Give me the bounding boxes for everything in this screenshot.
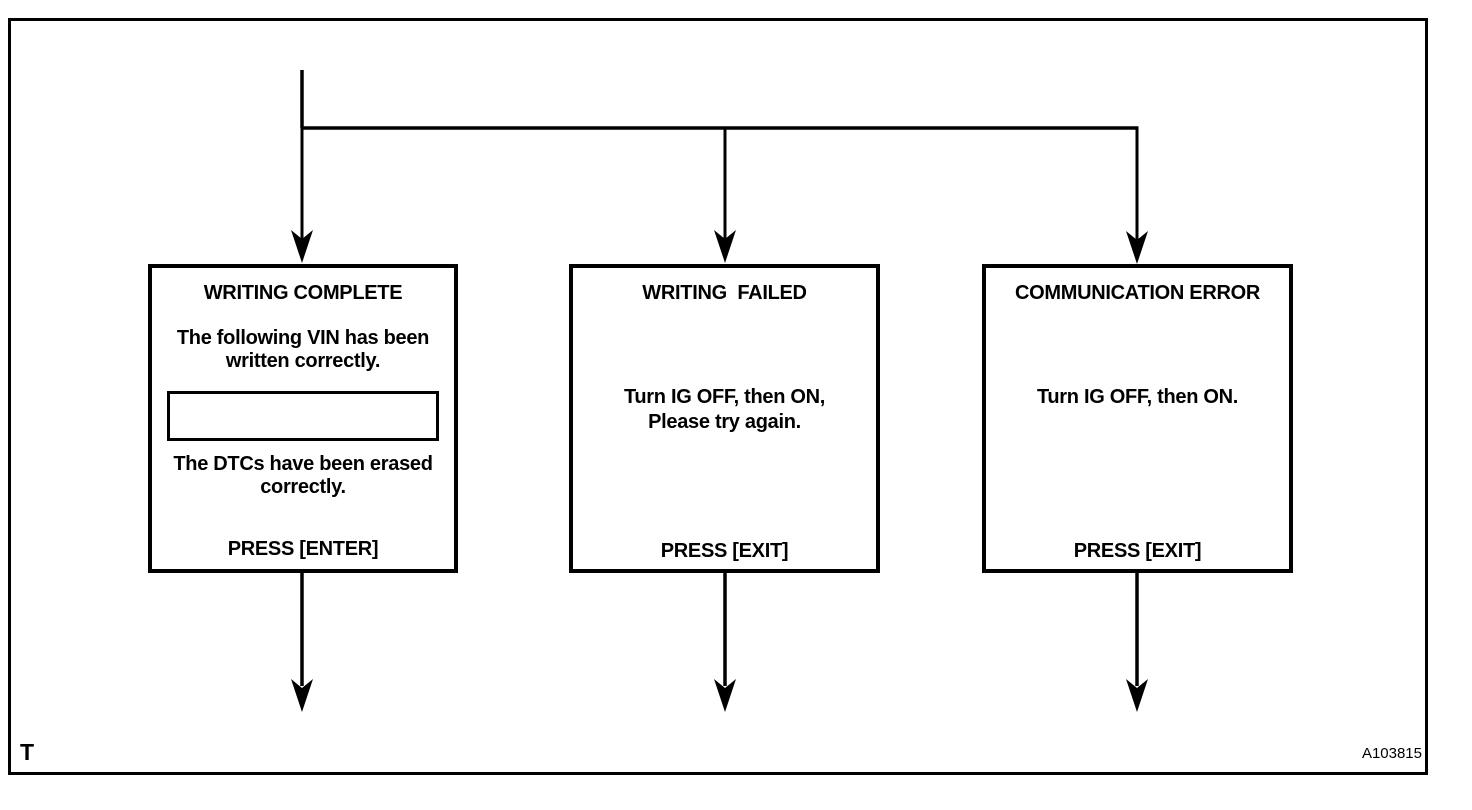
arrow-down-icon	[1126, 231, 1148, 264]
vin-written-message: The following VIN has been written corre…	[176, 327, 430, 372]
press-exit-instruction: PRESS [EXIT]	[1073, 540, 1202, 562]
figure-border	[8, 18, 1428, 775]
dtc-erased-message: The DTCs have been erased correctly.	[173, 453, 433, 498]
screen-writing-complete: WRITING COMPLETE The following VIN has b…	[148, 264, 458, 573]
arrow-down-icon	[1126, 679, 1148, 712]
arrow-down-icon	[291, 679, 313, 712]
arrow-down-icon	[714, 230, 736, 263]
retry-message: Turn IG OFF, then ON, Please try again.	[623, 386, 826, 433]
figure-id-label: A103815	[1361, 745, 1422, 762]
screen-communication-error: COMMUNICATION ERROR Turn IG OFF, then ON…	[982, 264, 1293, 573]
screen-writing-failed: WRITING FAILED Turn IG OFF, then ON, Ple…	[569, 264, 880, 573]
screen-title: WRITING FAILED	[642, 282, 807, 304]
screen-title: WRITING COMPLETE	[203, 282, 403, 304]
press-exit-instruction: PRESS [EXIT]	[660, 540, 789, 562]
screen-title: COMMUNICATION ERROR	[1014, 282, 1261, 304]
ig-cycle-message: Turn IG OFF, then ON.	[1036, 386, 1239, 408]
vin-display-field	[167, 391, 439, 441]
arrow-down-icon	[714, 679, 736, 712]
page-marker-t: T	[20, 739, 35, 765]
press-enter-instruction: PRESS [ENTER]	[227, 538, 379, 560]
arrow-down-icon	[291, 230, 313, 263]
